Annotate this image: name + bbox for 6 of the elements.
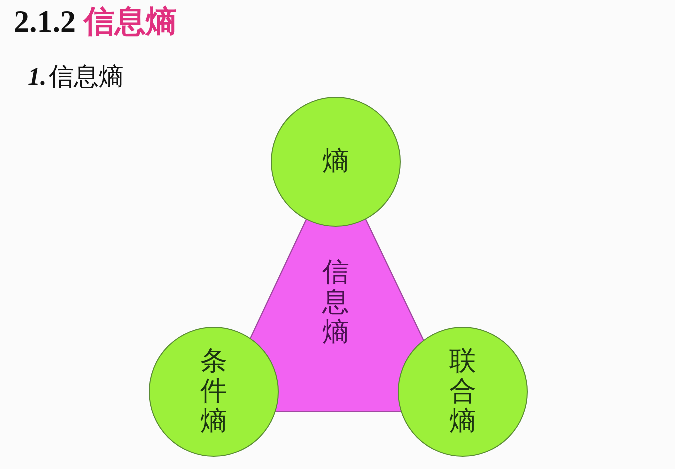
node-label: 熵 [322, 147, 350, 177]
node-label: 条件熵 [200, 347, 228, 437]
slide-title: 2.1.2 信息熵 [14, 4, 177, 40]
node-label: 信息熵 [322, 258, 350, 348]
section-heading: 1.信息熵 [28, 61, 124, 93]
node-label: 联合熵 [450, 347, 476, 437]
